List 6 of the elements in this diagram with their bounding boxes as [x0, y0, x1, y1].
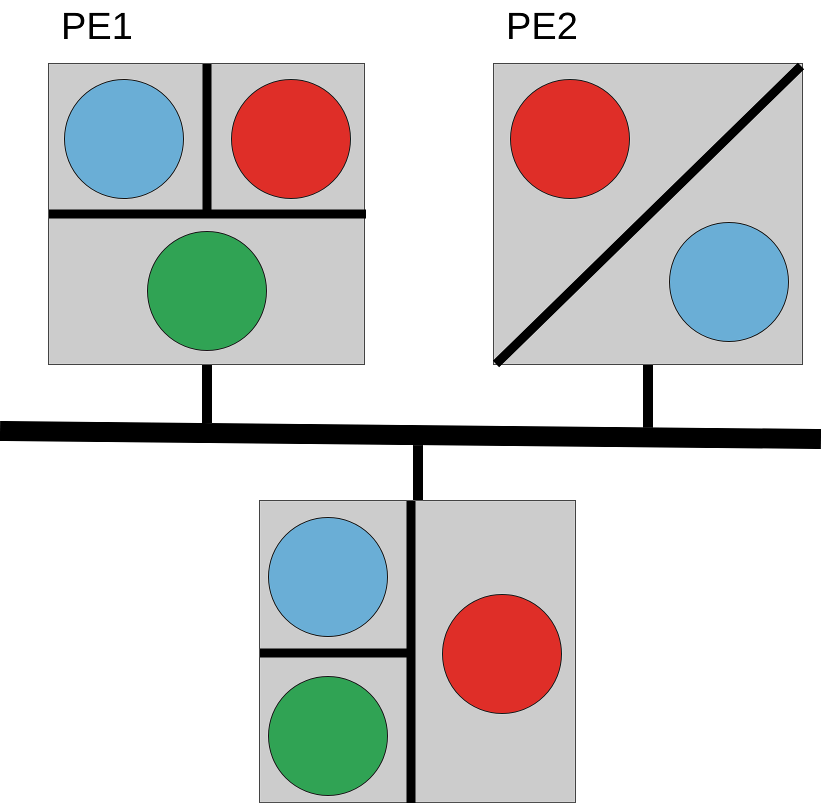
panel-title: PE2 [506, 6, 578, 49]
panel-box [259, 500, 576, 803]
connector-line [202, 365, 212, 423]
connector-line [413, 445, 423, 500]
panel-title: PE1 [61, 6, 133, 49]
connector-line [643, 365, 653, 428]
